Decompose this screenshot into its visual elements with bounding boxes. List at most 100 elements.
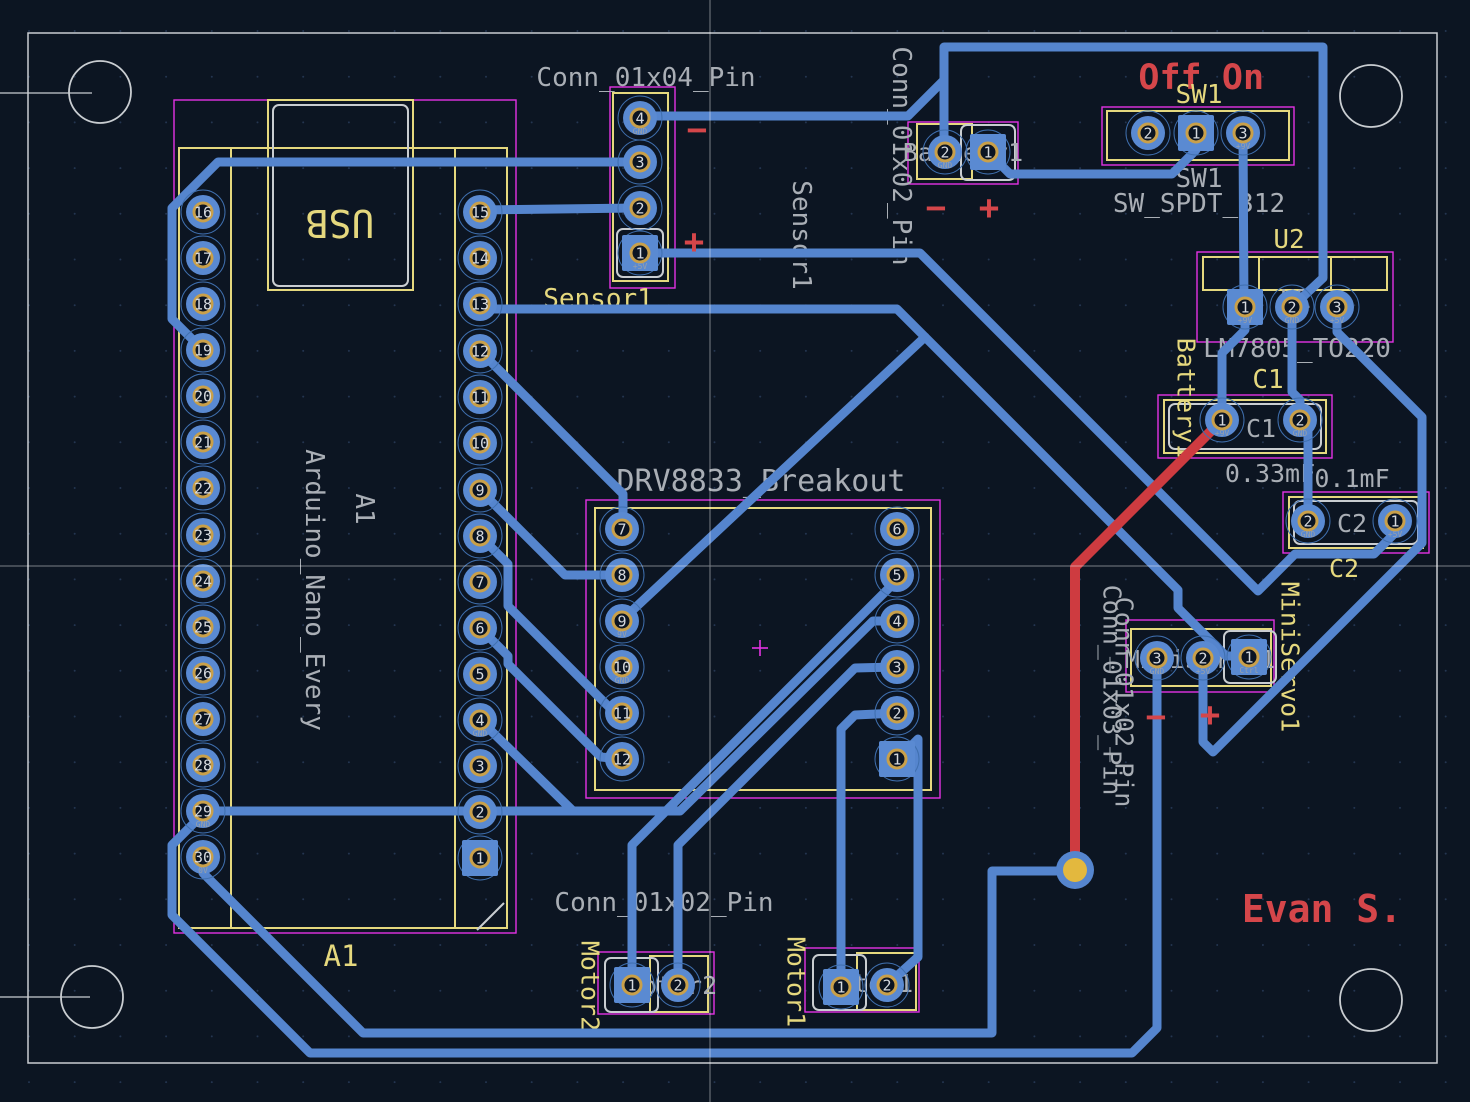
pad-DRV-12[interactable]: 12 — [599, 736, 645, 782]
pad-A1-22[interactable]: 22 — [180, 465, 226, 511]
silk-text[interactable]: SW_SPDT_312 — [1113, 189, 1285, 219]
silk-text[interactable]: SW1 — [1176, 80, 1223, 110]
silk-text[interactable]: Evan S. — [1242, 887, 1402, 931]
pad-SW1-1[interactable]: 1 — [1173, 110, 1219, 156]
pad-DRV-8[interactable]: 8 — [599, 552, 645, 598]
silk-text[interactable]: + — [979, 188, 999, 228]
pad-A1-9[interactable]: 9 — [457, 467, 503, 513]
copper-trace-bottom[interactable] — [635, 75, 949, 121]
silk-text[interactable]: Battery1 — [1172, 338, 1201, 458]
copper-trace-bottom[interactable] — [939, 42, 1328, 312]
silk-text[interactable]: C2 — [1329, 554, 1359, 583]
silk-text[interactable]: MiniServo1 — [1276, 582, 1305, 733]
silk-text[interactable]: On — [1222, 58, 1264, 98]
pad-Motor2-1[interactable]: 1 — [609, 962, 655, 1008]
pad-DRV-9[interactable]: 99V — [599, 598, 645, 644]
pad-A1-12[interactable]: 12 — [457, 328, 503, 374]
pad-Motor2-2[interactable]: 2 — [655, 962, 701, 1008]
copper-trace-bottom[interactable] — [475, 485, 626, 580]
pad-A1-26[interactable]: 26 — [180, 650, 226, 696]
pad-DRV-2[interactable]: 2 — [874, 690, 920, 736]
pad-C1-1[interactable]: 1+9V — [1199, 397, 1245, 443]
silk-text[interactable]: Arduino_Nano_Every — [299, 449, 329, 731]
silk-text[interactable]: Motor1 — [782, 937, 811, 1027]
pad-A1-11[interactable]: 11 — [457, 374, 503, 420]
pad-A1-24[interactable]: 24 — [180, 558, 226, 604]
silk-text[interactable]: + — [1200, 695, 1220, 735]
pad-DRV-3[interactable]: 3 — [874, 644, 920, 690]
silk-text[interactable]: Off — [1138, 58, 1201, 98]
silk-text[interactable]: Conn_01x04_Pin — [536, 63, 755, 93]
copper-trace-bottom[interactable] — [167, 653, 1162, 1058]
pad-DRV-11[interactable]: 11 — [599, 690, 645, 736]
copper-trace-bottom[interactable] — [167, 157, 645, 355]
pad-A1-20[interactable]: 20 — [180, 373, 226, 419]
pad-SW1-3[interactable]: 3+9V — [1220, 110, 1266, 156]
pad-A1-8[interactable]: 8 — [457, 513, 503, 559]
pad-DRV-6[interactable]: 6 — [874, 506, 920, 552]
pad-A1-1[interactable]: 1 — [457, 835, 503, 881]
via[interactable] — [1056, 851, 1094, 889]
silk-text[interactable]: A1 — [349, 493, 379, 524]
copper-trace-bottom[interactable] — [616, 332, 930, 626]
silk-text[interactable]: 0.1mF — [1314, 464, 1389, 493]
copper-trace-bottom[interactable] — [1198, 302, 1427, 757]
pad-A1-21[interactable]: 21 — [180, 419, 226, 465]
silk-text[interactable]: − — [1146, 697, 1166, 737]
pad-A1-14[interactable]: 14 — [457, 235, 503, 281]
pad-A1-17[interactable]: 17 — [180, 235, 226, 281]
pad-A1-28[interactable]: 28 — [180, 742, 226, 788]
silk-text[interactable]: C1 — [1246, 414, 1276, 443]
copper-trace-bottom[interactable] — [475, 203, 645, 215]
pad-U2-1[interactable]: 1+9V — [1222, 284, 1268, 330]
silk-text[interactable]: USB — [306, 201, 375, 245]
pad-A1-18[interactable]: 18 — [180, 281, 226, 327]
silk-text[interactable]: + — [684, 222, 704, 262]
pad-A1-7[interactable]: 7 — [457, 559, 503, 605]
silk-text[interactable]: Conn_01x03_Pin — [1098, 585, 1127, 796]
copper-trace-bottom[interactable] — [673, 662, 902, 990]
pad-DRV-7[interactable]: 7 — [599, 506, 645, 552]
silk-text[interactable]: − — [926, 188, 946, 228]
pad-SW1-2[interactable]: 2 — [1125, 110, 1171, 156]
silk-text[interactable]: Conn_01x02_Pin — [886, 46, 916, 265]
pad-DRV-1[interactable]: 1 — [874, 736, 920, 782]
silk-text[interactable]: Conn_01x02_Pin — [1110, 597, 1139, 808]
silk-text[interactable]: Sensor1 — [786, 180, 816, 290]
pad-A1-23[interactable]: 23 — [180, 512, 226, 558]
pad-A1-6[interactable]: 6 — [457, 605, 503, 651]
copper-trace-bottom[interactable] — [836, 708, 902, 992]
pad-DRV-5[interactable]: 5 — [874, 552, 920, 598]
pad-Sensor1-1[interactable]: 1+5V — [617, 230, 663, 276]
copper-trace-top[interactable] — [1070, 415, 1227, 875]
pad-Sensor1-2[interactable]: 2 — [617, 185, 663, 231]
silk-text[interactable]: A1 — [324, 939, 359, 973]
pad-A1-16[interactable]: 16 — [180, 189, 226, 235]
copper-trace-bottom[interactable] — [1238, 128, 1249, 312]
silk-text[interactable]: − — [687, 110, 707, 150]
silk-text[interactable]: 0.33mF — [1225, 459, 1315, 488]
pad-A1-13[interactable]: 13 — [457, 281, 503, 327]
pad-A1-19[interactable]: 19 — [180, 327, 226, 373]
silk-text[interactable]: C2 — [1337, 509, 1367, 538]
pad-Sensor1-3[interactable]: 3 — [617, 139, 663, 185]
pad-A1-3[interactable]: 3 — [457, 743, 503, 789]
pad-Motor1-2[interactable]: 2 — [864, 962, 910, 1008]
silk-text[interactable]: U2 — [1273, 225, 1304, 255]
pad-A1-2[interactable]: 2 — [457, 789, 503, 835]
pad-DRV-4[interactable]: 4 — [874, 598, 920, 644]
pad-A1-25[interactable]: 25 — [180, 604, 226, 650]
silk-text[interactable]: Conn_01x02_Pin — [554, 888, 773, 918]
pad-Motor1-1[interactable]: 1 — [818, 964, 864, 1010]
pad-MiniServo1-2[interactable]: 2+5V — [1180, 635, 1226, 681]
silk-text[interactable]: C1 — [1252, 365, 1283, 395]
